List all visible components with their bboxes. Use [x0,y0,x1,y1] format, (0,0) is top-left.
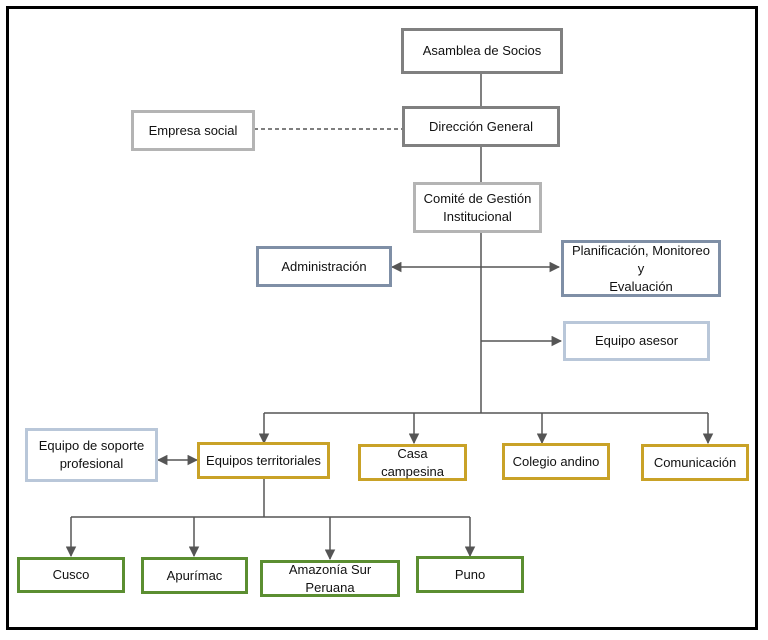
node-amazonia: Amazonía Sur Peruana [260,560,400,597]
node-comite: Comité de Gestión Institucional [413,182,542,233]
node-territoriales: Equipos territoriales [197,442,330,479]
node-planificacion: Planificación, Monitoreo y Evaluación [561,240,721,297]
node-puno: Puno [416,556,524,593]
node-asesor: Equipo asesor [563,321,710,361]
node-soporte: Equipo de soporte profesional [25,428,158,482]
node-direccion: Dirección General [402,106,560,147]
node-asamblea: Asamblea de Socios [401,28,563,74]
node-comunicacion: Comunicación [641,444,749,481]
node-administracion: Administración [256,246,392,287]
node-colegio: Colegio andino [502,443,610,480]
node-casa: Casa campesina [358,444,467,481]
node-apurimac: Apurímac [141,557,248,594]
node-empresa: Empresa social [131,110,255,151]
node-cusco: Cusco [17,557,125,593]
